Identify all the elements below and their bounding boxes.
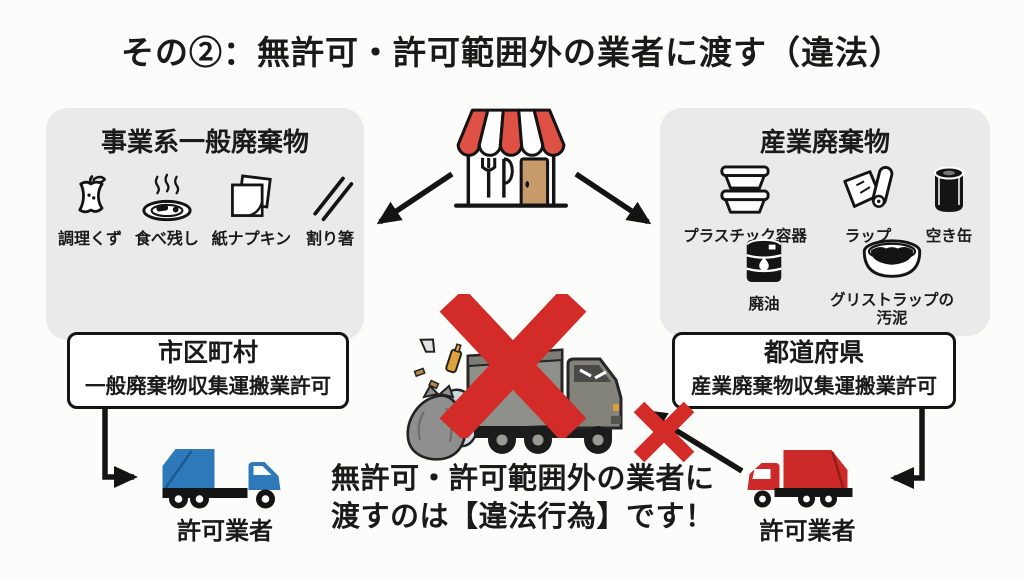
- waste-item-label: 紙ナプキン: [211, 231, 292, 248]
- permit-license: 一般廃棄物収集運搬業許可: [85, 375, 331, 399]
- paper-napkin-icon: [225, 170, 277, 224]
- page-title: その②：無許可・許可範囲外の業者に渡す（違法）: [121, 34, 903, 71]
- grease-trap-icon: [860, 238, 924, 287]
- waste-item-label: 食べ残し: [134, 231, 199, 248]
- blue-garbage-truck-icon: [162, 449, 281, 509]
- waste-item-label: 割り箸: [305, 231, 354, 248]
- right-panel-title: 産業廃棄物: [759, 127, 890, 157]
- prefectural-permit-box: 都道府県 産業廃棄物収集運搬業許可: [672, 332, 956, 409]
- waste-item-plastic-wrap: ラップ: [822, 164, 914, 246]
- waste-item-chopsticks: 割り箸: [304, 170, 356, 249]
- waste-item-label: 空き缶: [925, 228, 973, 245]
- leftover-food-icon: [136, 172, 198, 224]
- permit-to-blue-truck-arrow: [102, 407, 138, 488]
- municipal-permit-box: 市区町村 一般廃棄物収集運搬業許可: [67, 332, 349, 409]
- empty-can-icon: [929, 164, 969, 223]
- industrial-waste-panel: 産業廃棄物 プラスチック容器: [660, 108, 990, 336]
- blue-truck-label: 許可業者: [177, 518, 273, 545]
- permit-authority: 市区町村: [157, 339, 258, 367]
- waste-item-cooking-scraps: 調理くず: [58, 170, 122, 249]
- restaurant-store-icon: [453, 108, 569, 208]
- plastic-container-icon: [715, 164, 775, 223]
- warning-text: 無許可・許可範囲外の業者に 渡すのは【違法行為】です！: [331, 463, 715, 533]
- permit-license: 産業廃棄物収集運搬業許可: [691, 375, 937, 399]
- waste-item-empty-can: 空き缶: [914, 164, 984, 246]
- red-truck-label: 許可業者: [759, 518, 856, 545]
- waste-item-paper-napkin: 紙ナプキン: [211, 170, 292, 249]
- knife-icon: [502, 157, 514, 198]
- small-x-mark: [633, 402, 695, 462]
- waste-item-label: グリストラップの 汚泥: [829, 292, 954, 327]
- waste-item-leftover-food: 食べ残し: [135, 172, 199, 249]
- apple-core-icon: [64, 170, 116, 224]
- business-general-waste-panel: 事業系一般廃棄物 調理くず: [46, 108, 364, 340]
- left-panel-items: 調理くず 食べ残し: [58, 170, 356, 249]
- large-x-mark: [439, 294, 587, 438]
- store-door: [519, 157, 550, 208]
- permit-to-red-truck-arrow: [890, 407, 925, 489]
- waste-item-label: 廃油: [748, 296, 780, 313]
- angry-eye-left: [579, 368, 592, 378]
- waste-item-waste-oil: 廃油: [724, 234, 804, 314]
- store-to-general-waste-arrow: [376, 171, 454, 225]
- store-to-industrial-waste-arrow: [574, 171, 652, 225]
- waste-item-grease-trap-sludge: グリストラップの 汚泥: [816, 238, 968, 328]
- fork-icon: [481, 157, 497, 198]
- chopsticks-icon: [304, 170, 356, 224]
- waste-item-label: 調理くず: [58, 231, 123, 248]
- plastic-wrap-icon: [839, 164, 897, 223]
- permit-authority: 都道府県: [763, 339, 864, 367]
- left-panel-title: 事業系一般廃棄物: [100, 127, 309, 157]
- red-garbage-truck-icon: [747, 450, 853, 508]
- angry-eye-right: [594, 370, 607, 380]
- oil-drum-icon: [741, 234, 787, 291]
